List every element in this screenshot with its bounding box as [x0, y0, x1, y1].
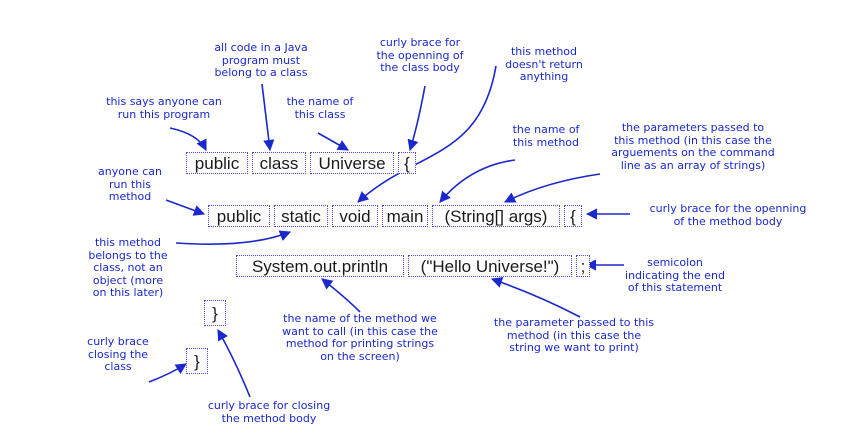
code-println-call: System.out.println	[236, 255, 404, 277]
code-method-params: (String[] args)	[432, 205, 560, 227]
note-parameters: the parameters passed to this method (in…	[611, 121, 775, 172]
code-main-method-name: main	[382, 205, 428, 227]
arrow-static	[175, 230, 292, 245]
arrow-no-return	[357, 65, 497, 203]
code-class-close-brace: }	[186, 348, 208, 374]
note-static: this method belongs to the class, not an…	[88, 236, 168, 299]
note-method-to-call: the name of the method we want to call (…	[282, 312, 438, 363]
code-println-argument: ("Hello Universe!")	[408, 255, 572, 277]
arrow-all-code-class	[261, 83, 275, 152]
arrow-anyone-run-method	[165, 199, 206, 216]
note-class-brace-open: curly brace for the openning of the clas…	[376, 36, 464, 74]
note-class-close: curly brace closing the class	[87, 335, 149, 373]
note-method-close: curly brace for closing the method body	[207, 399, 331, 425]
note-no-return: this method doesn't return anything	[505, 45, 583, 83]
note-semicolon: semicolon indicating the end of this sta…	[625, 256, 725, 294]
note-parameter-passed: the parameter passed to this method (in …	[493, 316, 655, 354]
arrow-class-close	[148, 363, 187, 383]
arrow-method-name	[439, 159, 516, 203]
note-all-code-in-class: all code in a Java program must belong t…	[214, 41, 308, 79]
arrow-anyone-run-program	[169, 127, 207, 152]
note-class-name: the name of this class	[286, 95, 354, 121]
arrow-class-name	[317, 132, 349, 151]
code-void-keyword: void	[332, 205, 378, 227]
code-method-close-brace: }	[204, 300, 226, 326]
arrow-parameter-passed	[490, 277, 581, 318]
code-static-keyword: static	[274, 205, 328, 227]
arrow-method-to-call	[321, 278, 361, 313]
note-method-brace-open: curly brace for the openning of the meth…	[649, 202, 807, 228]
arrow-parameters	[503, 173, 601, 203]
code-method-open-brace: {	[564, 205, 582, 227]
code-class-name: Universe	[310, 152, 394, 174]
code-semicolon: ;	[576, 255, 590, 277]
arrow-method-close	[217, 329, 251, 398]
note-anyone-run-program: this says anyone can run this program	[106, 95, 222, 121]
code-public-class-modifier: public	[186, 152, 248, 174]
code-class-keyword: class	[252, 152, 306, 174]
code-public-method-modifier: public	[208, 205, 270, 227]
note-method-name: the name of this method	[512, 123, 580, 149]
note-anyone-run-method: anyone can run this method	[98, 165, 162, 203]
code-class-open-brace: {	[398, 152, 416, 174]
arrow-class-brace-open	[407, 85, 426, 152]
